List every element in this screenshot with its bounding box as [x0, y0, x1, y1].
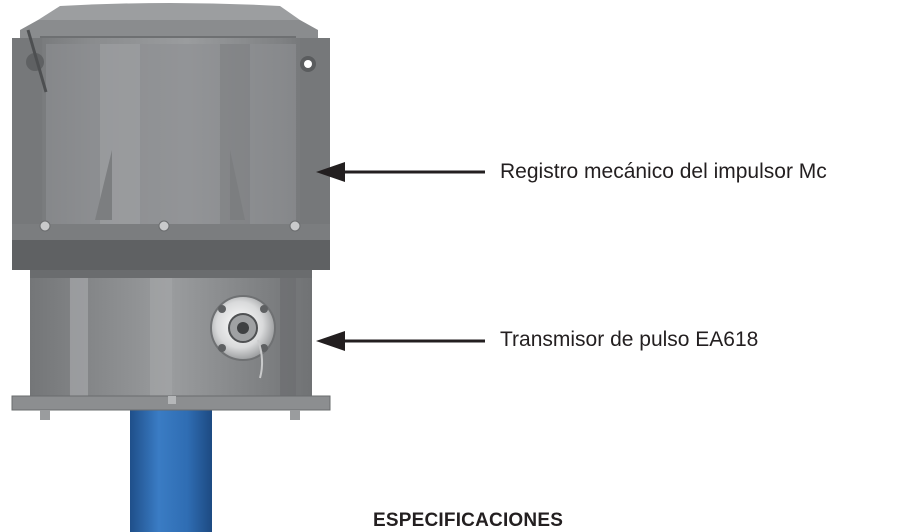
section-heading: ESPECIFICACIONES [373, 510, 564, 531]
register-callout-label: Registro mecánico del impulsor Mc [500, 160, 827, 183]
register-housing [12, 29, 330, 270]
transmitter-callout-label: Transmisor de pulso EA618 [500, 328, 759, 351]
blue-pipe [130, 410, 212, 532]
transmitter-arrow [316, 331, 485, 351]
base-flange [11, 395, 331, 420]
top-cover [20, 3, 318, 44]
register-arrow [316, 162, 485, 182]
pulse-transmitter [210, 295, 276, 379]
